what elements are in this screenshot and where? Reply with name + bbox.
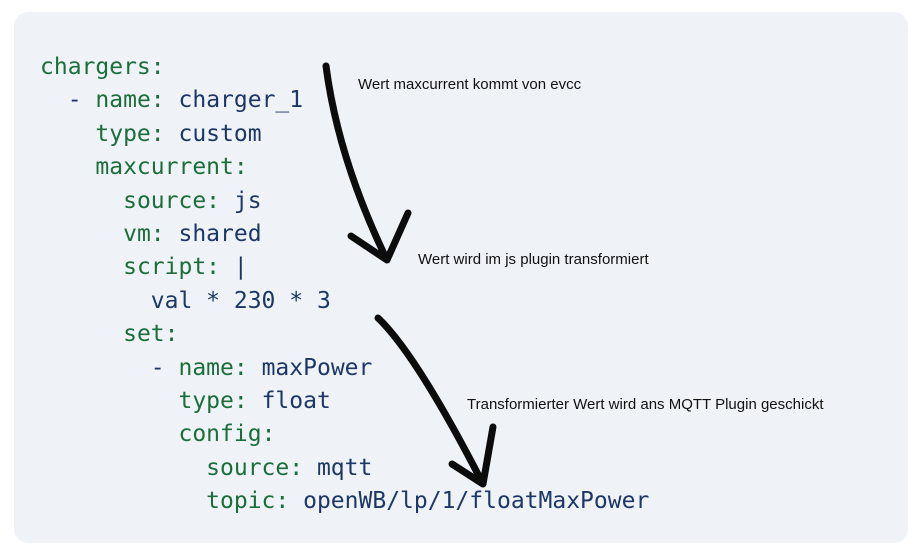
code-line: val * 230 * 3 [40, 287, 331, 314]
code-line: topic: openWB/lp/1/floatMaxPower [206, 488, 650, 515]
code-line: type: custom [95, 120, 262, 147]
code-block: chargers: - name: charger_1 type: custom… [40, 51, 649, 519]
code-line: config: [178, 421, 276, 448]
code-line: source: mqtt [206, 454, 373, 481]
code-line: script: | [123, 254, 248, 281]
code-line: vm: shared [123, 221, 262, 248]
code-line: source: js [123, 187, 262, 214]
code-line: maxcurrent: [95, 154, 248, 181]
annotation-evcc: Wert maxcurrent kommt von evcc [358, 76, 582, 93]
code-line: - name: maxPower [150, 354, 373, 381]
code-line: chargers: [40, 54, 165, 80]
code-line: - name: charger_1 [67, 87, 304, 114]
annotation-js-transform: Wert wird im js plugin transformiert [418, 251, 649, 268]
code-line: set: [123, 321, 179, 348]
annotation-mqtt-send: Transformierter Wert wird ans MQTT Plugi… [467, 396, 824, 413]
code-line: type: float [178, 388, 331, 415]
